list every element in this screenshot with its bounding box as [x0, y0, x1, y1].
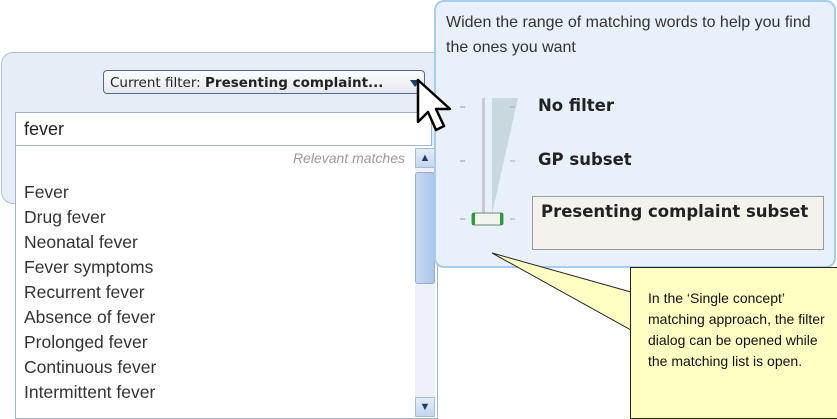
list-item[interactable]: Fever symptoms: [24, 257, 154, 277]
match-list: Relevant matches Fever Drug fever Neonat…: [15, 146, 438, 419]
option-gp-subset[interactable]: GP subset: [538, 150, 632, 169]
dropdown-arrow-icon: [410, 80, 420, 87]
scrollbar[interactable]: ▲ ▼: [415, 148, 435, 417]
current-filter-button[interactable]: Current filter: Presenting complaint...: [103, 70, 425, 94]
list-item[interactable]: Fever: [24, 182, 69, 202]
list-item[interactable]: Drug fever: [24, 207, 106, 227]
list-item[interactable]: Neonatal fever: [24, 232, 138, 252]
filter-value: Presenting complaint...: [205, 75, 384, 91]
scroll-up-icon[interactable]: ▲: [415, 148, 435, 168]
list-item[interactable]: Intermittent fever: [24, 382, 156, 402]
mouse-cursor-icon: [416, 78, 452, 132]
search-input[interactable]: fever: [15, 112, 432, 146]
list-item[interactable]: Absence of fever: [24, 307, 156, 327]
option-presenting-complaint-subset[interactable]: Presenting complaint subset: [532, 196, 824, 250]
list-header: Relevant matches: [292, 150, 405, 166]
list-item[interactable]: Recurrent fever: [24, 282, 145, 302]
filter-dialog-header: Widen the range of matching words to hel…: [446, 14, 811, 56]
callout-note: In the ‘Single concept’ matching approac…: [630, 267, 837, 419]
slider-thumb: [471, 212, 504, 226]
scroll-down-icon[interactable]: ▼: [415, 397, 435, 417]
filter-slider[interactable]: [456, 92, 526, 232]
list-item[interactable]: Prolonged fever: [24, 332, 148, 352]
filter-prefix: Current filter:: [110, 75, 206, 91]
scroll-thumb[interactable]: [415, 172, 435, 284]
filter-dialog: Widen the range of matching words to hel…: [434, 0, 836, 268]
list-item[interactable]: Continuous fever: [24, 357, 157, 377]
callout-pointer: [491, 252, 633, 331]
option-no-filter[interactable]: No filter: [538, 96, 614, 115]
